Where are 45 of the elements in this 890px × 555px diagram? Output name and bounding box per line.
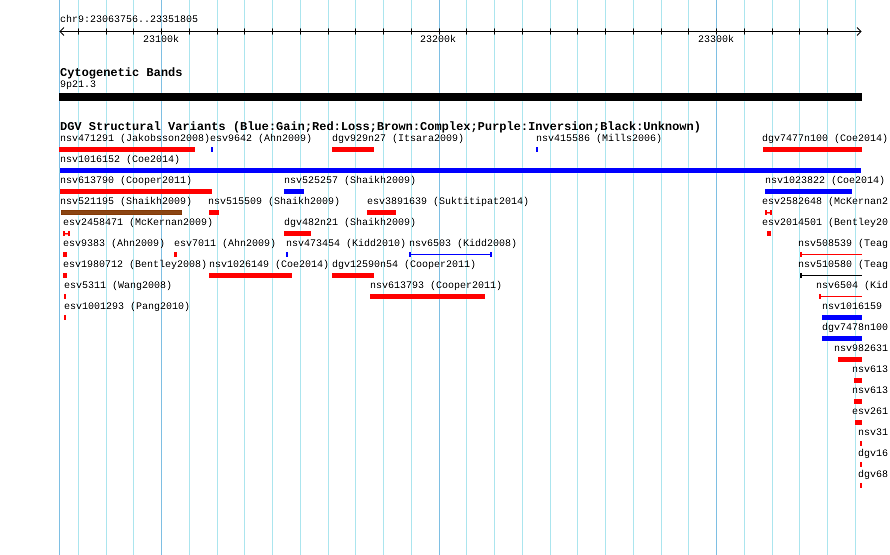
variant-label: esv2458471 (McKernan2009)	[63, 218, 214, 229]
variant-label: esv1001293 (Pang2010)	[64, 302, 190, 313]
variant-label: nsv525257 (Shaikh2009)	[284, 176, 416, 187]
variant-label: dgv7477n100 (Coe2014)	[762, 134, 888, 145]
tick-label: 23300k	[698, 35, 734, 46]
variant-label: esv2014501 (Bentley20	[762, 218, 888, 229]
variant-label: nsv510580 (Teag	[798, 260, 888, 271]
track-title: Cytogenetic Bands	[60, 67, 182, 80]
variant-label: nsv1016159	[822, 302, 882, 313]
variant-label: dgv482n21 (Shaikh2009)	[284, 218, 416, 229]
variant-label: esv1980712 (Bentley2008)	[63, 260, 208, 271]
variant-label: nsv31	[858, 428, 888, 439]
variant-label: nsv613793 (Cooper2011)	[370, 281, 502, 292]
variant-label: esv261	[852, 407, 888, 418]
track-title: DGV Structural Variants (Blue:Gain;Red:Loss;Brown:Complex;Purple:Inversion;Black:Unknown)	[60, 121, 701, 134]
variant-label: nsv521195 (Shaikh2009)	[60, 197, 192, 208]
variant-label: nsv473454 (Kidd2010)	[286, 239, 406, 250]
variant-label: dgv929n27 (Itsara2009)	[332, 134, 464, 145]
variant-label: nsv982631	[834, 344, 888, 355]
variant-label: nsv471291 (Jakobsson2008)	[60, 134, 210, 145]
variant-label: esv9642 (Ahn2009)	[210, 134, 312, 145]
variant-label: nsv415586 (Mills2006)	[536, 134, 662, 145]
band-label: 9p21.3	[60, 80, 96, 91]
variant-label: dgv16	[858, 449, 888, 460]
variant-label: esv5311 (Wang2008)	[64, 281, 172, 292]
variant-label: nsv1023822 (Coe2014)	[765, 176, 886, 187]
tick-label: 23200k	[420, 35, 456, 46]
variant-label: nsv613	[852, 365, 888, 376]
variant-label: esv7011 (Ahn2009)	[174, 239, 276, 250]
variant-label: nsv613	[852, 386, 888, 397]
variant-label: esv3891639 (Suktitipat2014)	[367, 197, 530, 208]
variant-label: dgv7478n100	[822, 323, 888, 334]
tick-label: 23100k	[143, 35, 180, 46]
variant-label: esv2582648 (McKernan2	[762, 197, 888, 208]
variant-label: esv9383 (Ahn2009)	[63, 239, 166, 250]
variant-label: nsv6503 (Kidd2008)	[409, 239, 518, 250]
variant-label: nsv515509 (Shaikh2009)	[208, 197, 340, 208]
variant-label: nsv1016152 (Coe2014)	[60, 155, 180, 166]
variant-label: nsv508539 (Teag	[798, 239, 888, 250]
variant-label: dgv68	[858, 470, 888, 481]
coordinate-range-label: chr9:23063756..23351805	[60, 15, 198, 26]
variant-label: dgv12590n54 (Cooper2011)	[332, 260, 476, 271]
variant-label: nsv6504 (Kid	[816, 281, 888, 292]
variant-label: nsv613790 (Cooper2011)	[60, 176, 192, 187]
variant-label: nsv1026149 (Coe2014)	[209, 260, 330, 271]
